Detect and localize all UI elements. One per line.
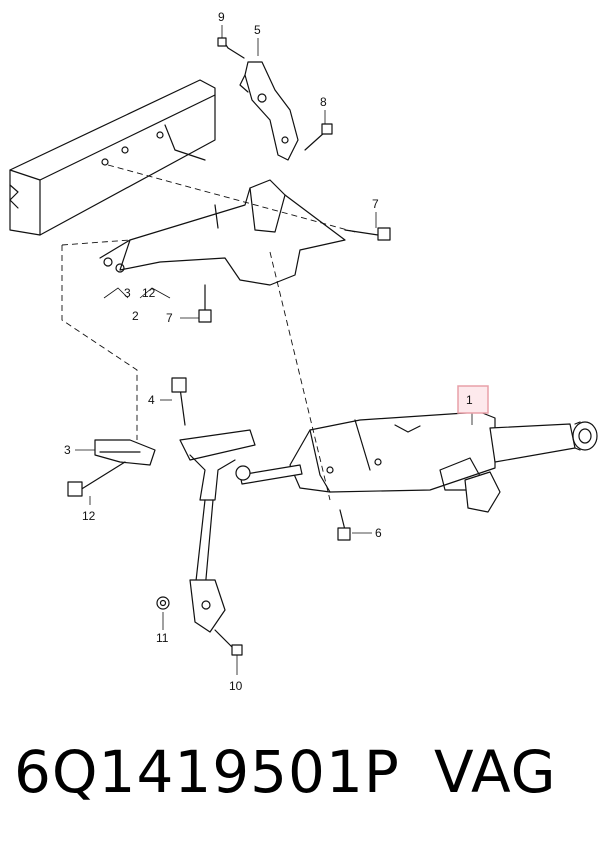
nut-11 (156, 596, 170, 610)
exploded-parts-diagram: 1 2 3 12 3 4 5 6 7 7 8 9 10 11 12 (9, 10, 598, 693)
callout-3: 3 (64, 443, 71, 457)
callout-3: 3 (124, 286, 131, 300)
callout-7: 7 (372, 197, 379, 211)
bolt-10 (214, 629, 243, 656)
callout-12: 12 (142, 286, 156, 300)
support-bracket (99, 179, 346, 286)
bolt-7-lower (198, 284, 212, 323)
callout-10: 10 (229, 679, 243, 693)
assembly-line (107, 164, 356, 233)
callout-5: 5 (254, 23, 261, 37)
callout-12: 12 (82, 509, 96, 523)
part-number: 6Q1419501P (14, 738, 400, 806)
bolt-6 (337, 509, 351, 541)
bolt-9 (217, 37, 245, 59)
part-number-caption: 6Q1419501P VAG (14, 728, 594, 828)
callout-9: 9 (218, 10, 225, 24)
bolt-8 (304, 123, 333, 151)
callout-7: 7 (166, 311, 173, 325)
callout-11: 11 (156, 631, 169, 645)
assembly-line (61, 245, 138, 440)
bolt-7-upper (344, 227, 391, 241)
column-tube (489, 421, 598, 463)
bolt-12 (67, 461, 126, 497)
callout-8: 8 (320, 95, 327, 109)
highlight-box (457, 385, 489, 414)
assembly-line (61, 239, 131, 246)
crossmember-beam (9, 79, 216, 236)
mounting-bracket (239, 61, 299, 161)
callout-6: 6 (375, 526, 382, 540)
intermediate-shaft (179, 429, 303, 633)
steering-column (289, 411, 501, 513)
clamp (94, 439, 156, 466)
callout-4: 4 (148, 393, 155, 407)
callout-2: 2 (132, 309, 139, 323)
brand-name: VAG (434, 738, 557, 806)
bolt-4 (171, 377, 187, 426)
assembly-line (269, 251, 331, 501)
callout-1: 1 (466, 393, 473, 407)
